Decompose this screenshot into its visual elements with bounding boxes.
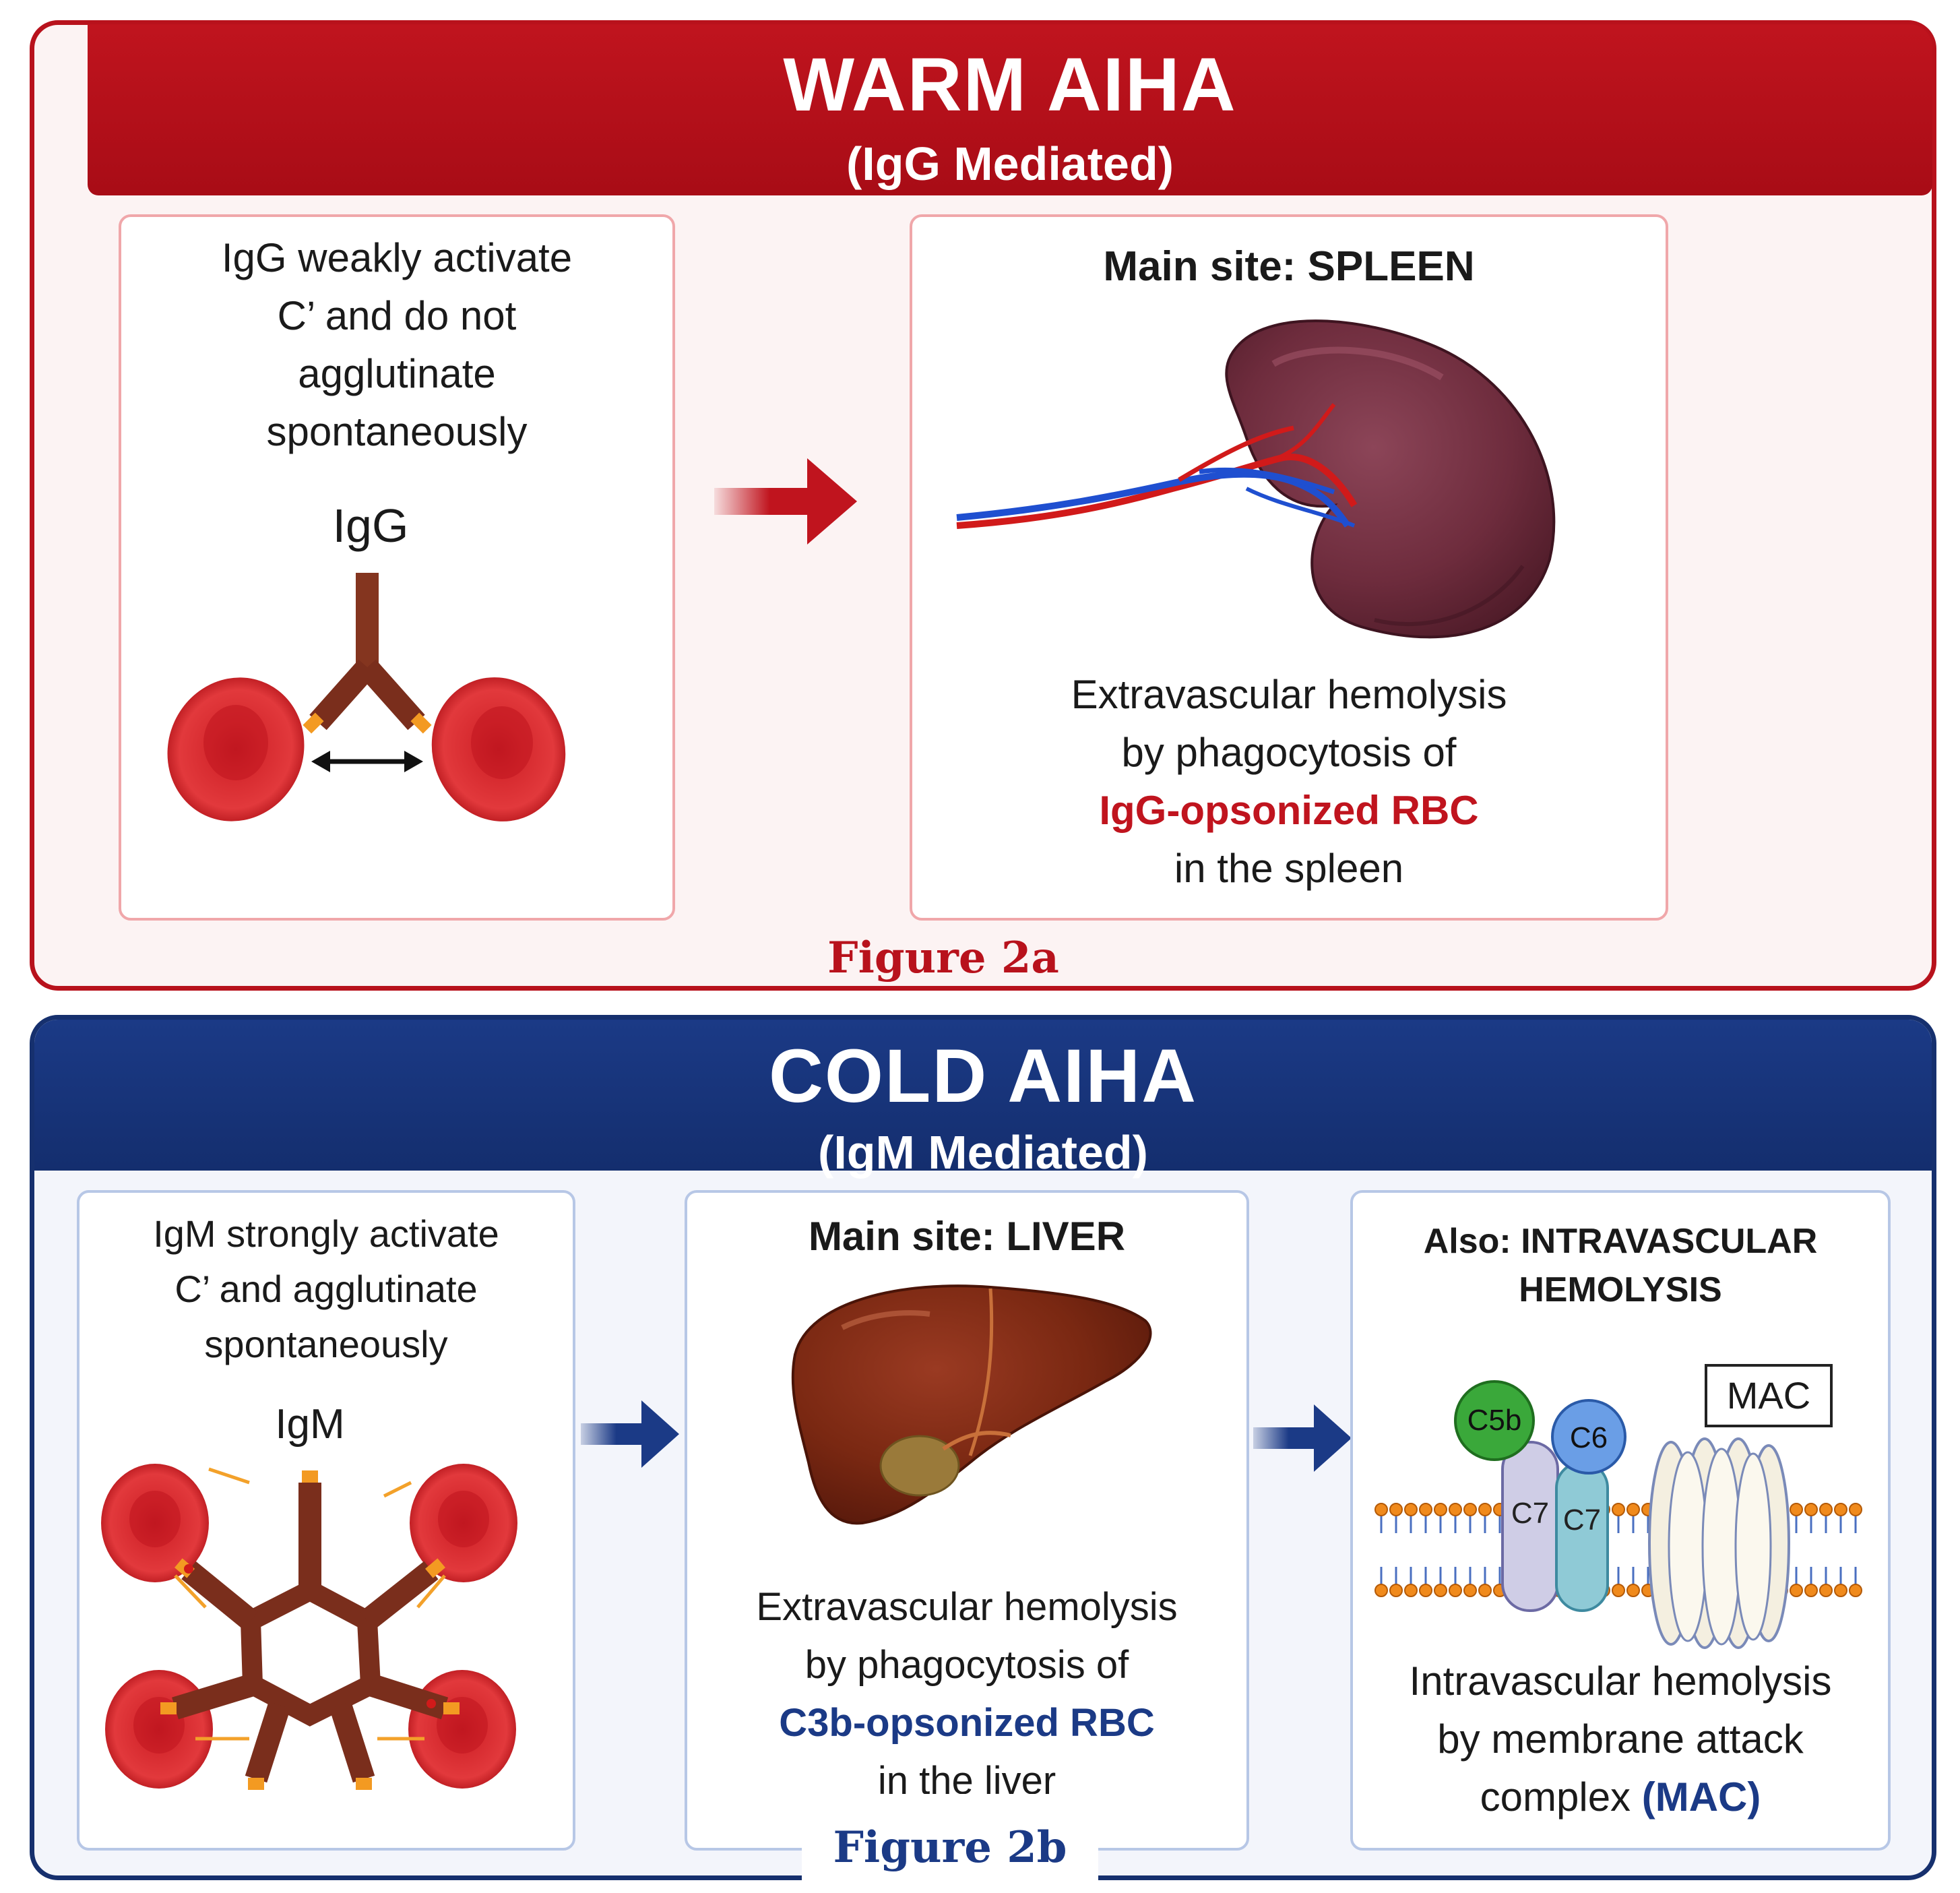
igg-rbc-illustration — [167, 573, 566, 821]
liver-illustration — [791, 1284, 1152, 1525]
igm-pentamer-icon — [172, 1483, 449, 1783]
gallbladder-icon — [879, 1431, 1011, 1497]
warm-aiha-header: WARM AIHA (IgG Mediated) — [88, 24, 1932, 195]
cold-igm-description: IgM strongly activate C’ and agglutinate… — [77, 1206, 575, 1372]
spleen-illustration — [956, 319, 1556, 639]
rbc-top-right-icon — [410, 1464, 517, 1582]
rbc-bottom-left-icon — [105, 1670, 213, 1789]
warm-spleen-line4: in the spleen — [1174, 846, 1404, 891]
cold-igm-line1: IgM strongly activate — [153, 1212, 499, 1255]
c7-a-icon: C7 — [1501, 1441, 1559, 1612]
warm-igg-description: IgG weakly activate C’ and do not agglut… — [119, 229, 675, 461]
cold-aiha-header: COLD AIHA (IgM Mediated) — [34, 1020, 1932, 1176]
warm-flow-arrow-icon — [714, 458, 857, 545]
mac-pore-icon — [1648, 1437, 1790, 1649]
cold-liver-line2: by phagocytosis of — [804, 1643, 1129, 1687]
mac-membrane-illustration: C7 C7 C5b C6 — [1374, 1380, 1862, 1649]
warm-igg-line4: spontaneously — [266, 409, 528, 454]
c6-icon: C6 — [1551, 1399, 1626, 1475]
cold-mac-description: Intravascular hemolysis by membrane atta… — [1350, 1652, 1891, 1826]
warm-spleen-heading: Main site: SPLEEN — [1103, 243, 1475, 290]
spleen-icon — [1225, 319, 1556, 639]
igg-label: IgG — [332, 499, 409, 552]
c5b-label: C5b — [1467, 1404, 1522, 1437]
c7-b-icon: C7 — [1555, 1461, 1609, 1612]
c6-label: C6 — [1570, 1421, 1608, 1454]
figure-2b-label: Figure 2b — [802, 1820, 1098, 1880]
cold-liver-description: Extravascular hemolysis by phagocytosis … — [685, 1578, 1249, 1794]
igm-rbc-illustration — [101, 1464, 517, 1790]
cold-mac-heading: Also: INTRAVASCULAR HEMOLYSIS — [1350, 1217, 1891, 1314]
cold-liver-line4: in the liver — [877, 1759, 1056, 1794]
cold-igm-line2: C’ and agglutinate — [175, 1268, 478, 1310]
c7-a-label: C7 — [1511, 1497, 1549, 1530]
warm-igg-line2: C’ and do not — [277, 293, 517, 338]
rbc-right-icon — [431, 677, 566, 821]
cold-igm-line3: spontaneously — [204, 1323, 448, 1365]
warm-igg-line3: agglutinate — [298, 351, 496, 396]
warm-spleen-highlight: IgG-opsonized RBC — [1099, 788, 1479, 833]
cold-liver-line1: Extravascular hemolysis — [756, 1585, 1178, 1629]
cold-liver-highlight: C3b-opsonized RBC — [779, 1701, 1155, 1745]
cold-mac-line1: Intravascular hemolysis — [1409, 1658, 1832, 1704]
double-arrow-icon — [311, 751, 423, 772]
warm-igg-line1: IgG weakly activate — [221, 235, 573, 280]
cold-mac-heading-line1: Also: INTRAVASCULAR — [1423, 1222, 1818, 1261]
mac-badge: MAC — [1705, 1364, 1833, 1427]
splenic-vessels-icon — [956, 403, 1358, 529]
warm-title: WARM AIHA — [783, 42, 1237, 127]
cold-subtitle: (IgM Mediated) — [818, 1126, 1148, 1179]
cold-flow-arrow-2-icon — [1253, 1404, 1352, 1472]
warm-spleen-description: Extravascular hemolysis by phagocytosis … — [910, 666, 1668, 898]
cold-mac-heading-line2: HEMOLYSIS — [1519, 1270, 1722, 1309]
warm-spleen-line2: by phagocytosis of — [1121, 730, 1457, 775]
igm-label: IgM — [275, 1401, 345, 1448]
rbc-bottom-right-icon — [408, 1670, 516, 1789]
rbc-left-icon — [167, 677, 305, 821]
cold-mac-line3: complex (MAC) — [1350, 1768, 1891, 1826]
liver-icon — [791, 1284, 1152, 1525]
warm-subtitle: (IgG Mediated) — [846, 137, 1174, 190]
cold-title: COLD AIHA — [768, 1034, 1198, 1118]
cold-flow-arrow-1-icon — [581, 1400, 679, 1468]
cold-mac-line3-highlight: (MAC) — [1641, 1774, 1761, 1820]
c7-b-label: C7 — [1563, 1503, 1601, 1537]
c5b-icon: C5b — [1454, 1380, 1535, 1461]
cold-liver-heading: Main site: LIVER — [808, 1214, 1126, 1259]
warm-spleen-line1: Extravascular hemolysis — [1071, 672, 1507, 717]
cold-mac-line2: by membrane attack — [1437, 1716, 1804, 1762]
figure-2a-label: Figure 2a — [827, 933, 1059, 983]
rbc-top-left-icon — [101, 1464, 209, 1582]
igg-antibody-icon — [303, 573, 432, 734]
cold-mac-line3-prefix: complex — [1480, 1774, 1642, 1820]
